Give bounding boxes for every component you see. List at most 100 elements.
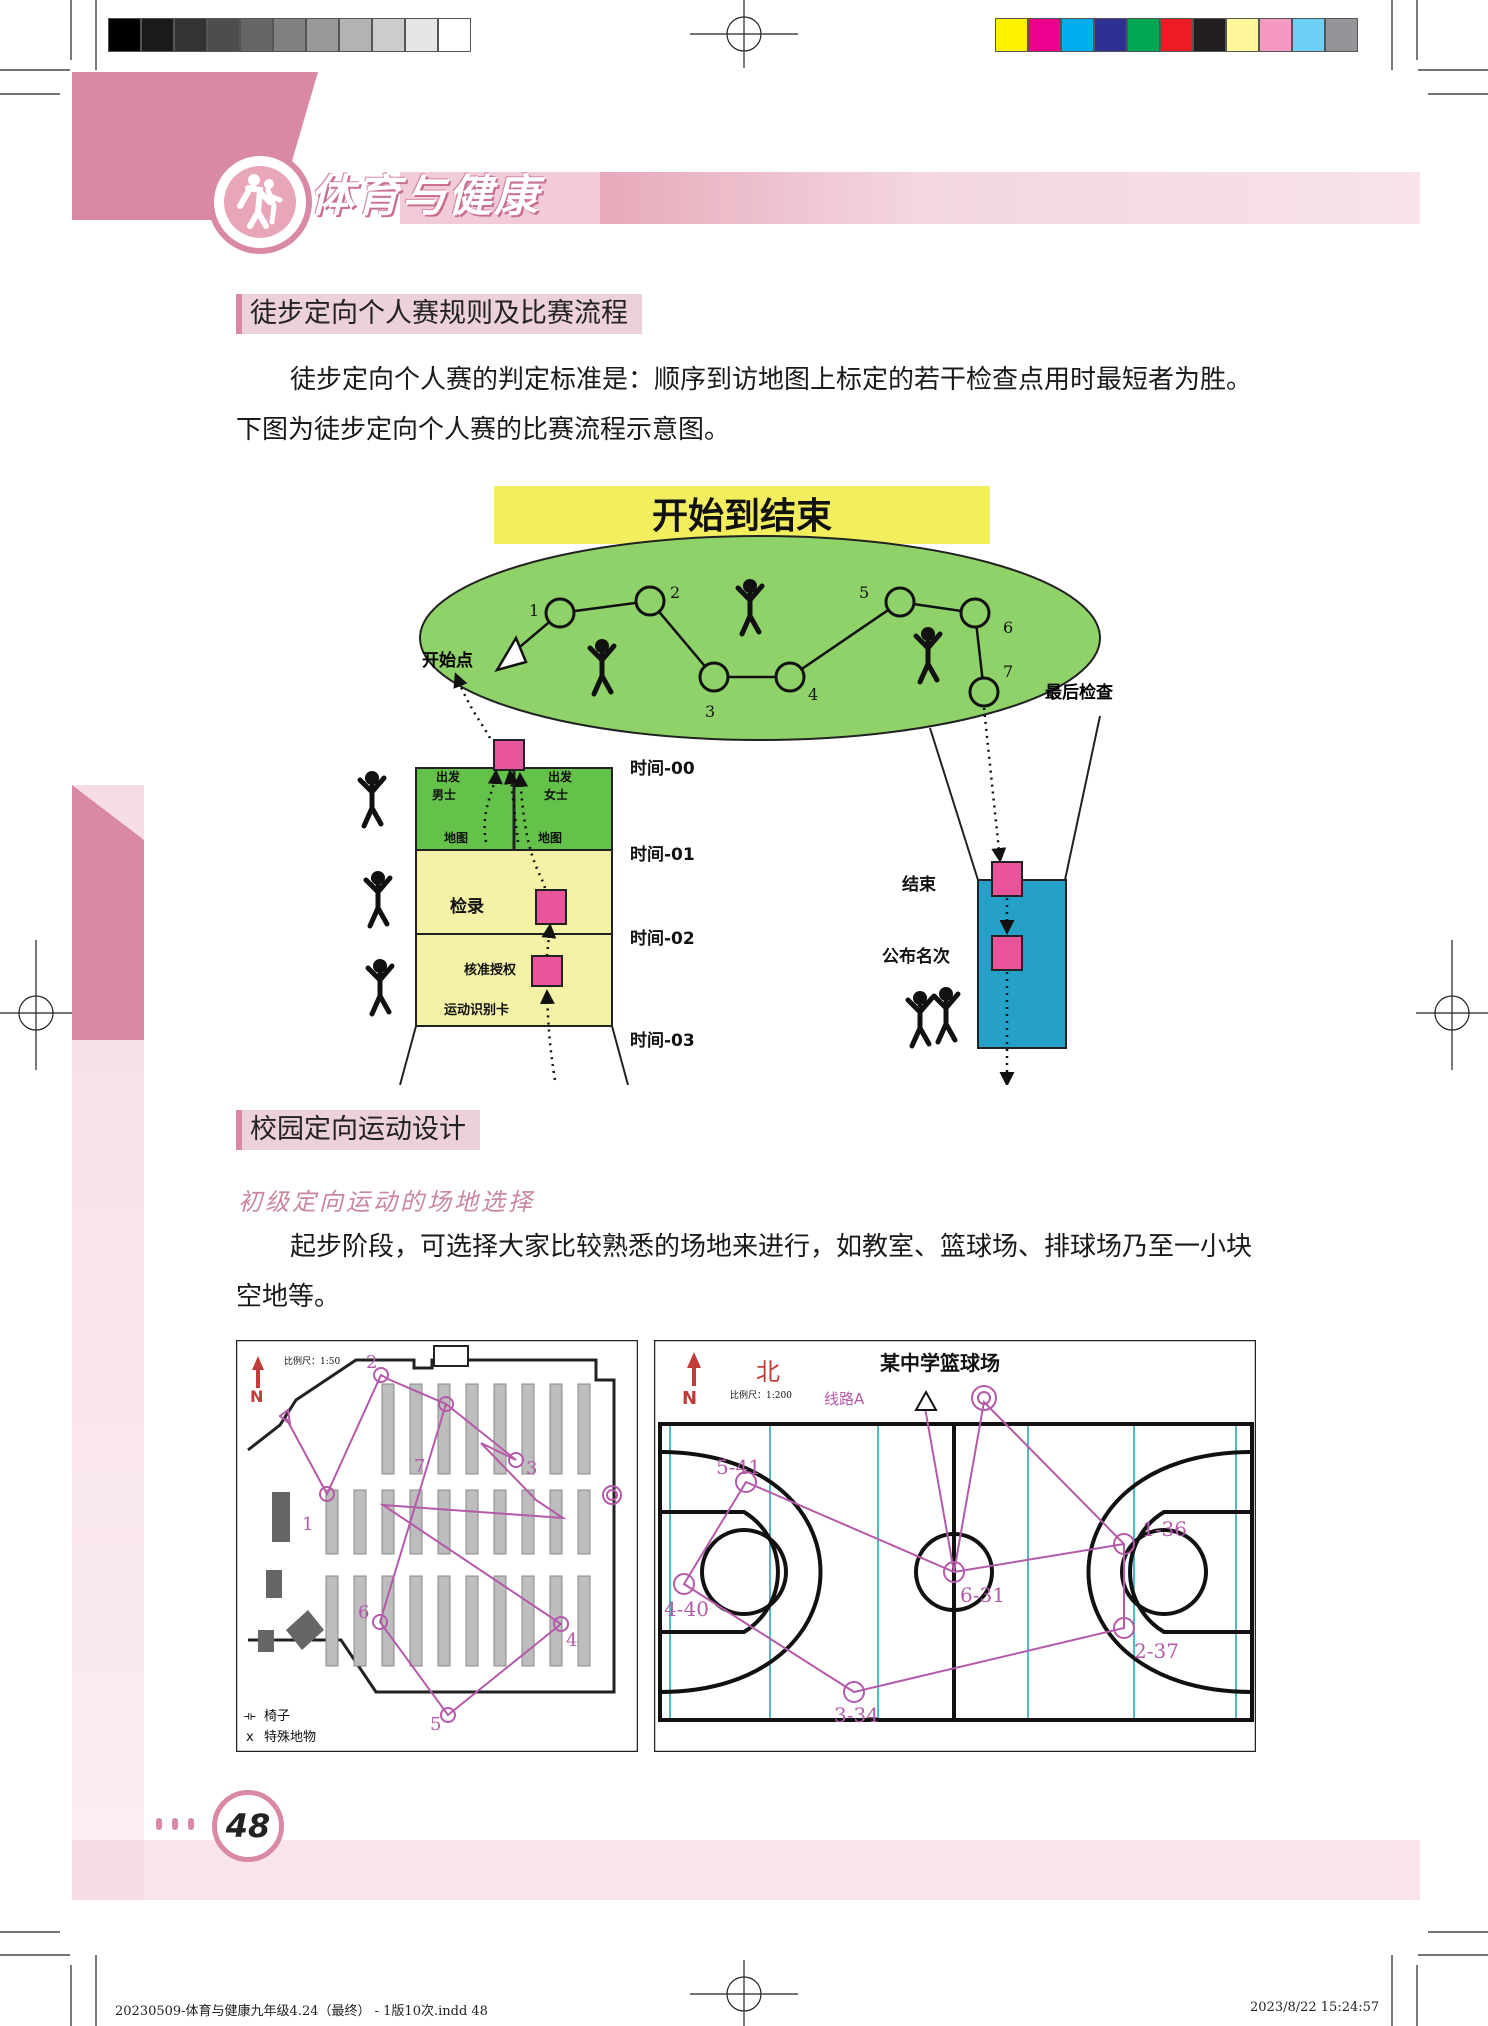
checkpoint-1 <box>544 597 576 629</box>
checkpoint-label-1: 1 <box>529 601 539 620</box>
basketball-court-map: N 北 某中学篮球场 比例尺：1:200 线路A 1-36 2-37 3-34 … <box>654 1340 1256 1752</box>
color-swatch <box>1160 18 1193 52</box>
color-calibration-bar <box>995 18 1358 52</box>
checkpoint-5 <box>884 586 916 618</box>
checkpoint-label-2: 2 <box>670 583 680 602</box>
start-label: 开始点 <box>422 650 473 671</box>
card-marker <box>531 955 563 987</box>
paragraph-venue: 起步阶段，可选择大家比较熟悉的场地来进行，如教室、篮球场、排球场乃至一小块空地等… <box>236 1232 1253 1312</box>
start-triangle-icon <box>494 635 528 673</box>
gray-swatch <box>273 18 306 52</box>
athlete-figure-icon <box>366 871 390 926</box>
course-area <box>419 535 1101 741</box>
book-title: 体育与健康 <box>310 171 540 222</box>
depart-female-label: 出发 女士 <box>544 769 576 802</box>
authorize-label: 核准授权 <box>464 962 517 978</box>
race-flow-diagram: 开始到结束 开始点 1 2 3 4 5 6 7 最后检查 出发 男士 <box>330 486 1114 1085</box>
special-object-icon: x <box>246 1730 254 1745</box>
gray-swatch <box>207 18 240 52</box>
time-label-01: 时间-01 <box>630 844 695 865</box>
desk <box>493 1489 507 1555</box>
map-left-scale: 比例尺：1:50 <box>284 1355 340 1367</box>
page-number-dots <box>152 1814 212 1834</box>
checkpoint-label-5: 5 <box>859 583 869 602</box>
color-swatch <box>995 18 1028 52</box>
map-left-point-4: 4 <box>566 1630 577 1651</box>
checkpoint-label-4: 4 <box>808 685 818 704</box>
map-right-scale: 比例尺：1:200 <box>730 1389 792 1401</box>
desk <box>521 1383 535 1475</box>
card-marker <box>535 889 567 925</box>
time-label-03: 时间-03 <box>630 1030 695 1051</box>
court-point-3-34: 3-34 <box>834 1703 879 1727</box>
checkin-label: 检录 <box>450 896 484 917</box>
north-arrow-icon: N <box>250 1356 264 1406</box>
athlete-silhouette-icon <box>224 166 296 238</box>
gray-calibration-bar <box>108 18 471 52</box>
desk <box>521 1575 535 1667</box>
route-label: 线路A <box>824 1390 865 1408</box>
court-point-1-36: 1-36 <box>1142 1517 1187 1541</box>
paragraph-rules: 徒步定向个人赛的判定标准是：顺序到访地图上标定的若干检查点用时最短者为胜。下图为… <box>236 365 1253 445</box>
desk <box>549 1383 563 1475</box>
checkpoint-6 <box>959 597 991 629</box>
desk <box>353 1489 367 1555</box>
gray-swatch <box>438 18 471 52</box>
map-left-point-3: 3 <box>526 1458 537 1479</box>
checkpoint-label-7: 7 <box>1003 662 1013 681</box>
start-triangle-icon <box>278 1408 292 1427</box>
legend-chair: 椅子 <box>264 1709 290 1724</box>
time-label-00: 时间-00 <box>630 758 695 779</box>
classroom-map: N 比例尺：1:50 1 2 3 4 5 6 7 ⟛ 椅子 x 特殊地物 <box>236 1340 638 1752</box>
flow-banner <box>494 486 990 544</box>
gray-swatch <box>174 18 207 52</box>
subheading-venue: 初级定向运动的场地选择 <box>238 1188 535 1216</box>
start-triangle-icon <box>914 1389 938 1411</box>
gray-swatch <box>372 18 405 52</box>
desk <box>465 1575 479 1667</box>
section-heading-campus: 校园定向运动设计 <box>236 1110 480 1150</box>
gray-swatch <box>108 18 141 52</box>
desk <box>437 1489 451 1555</box>
desk <box>353 1575 367 1667</box>
last-check-label: 最后检查 <box>1045 682 1114 703</box>
desk <box>493 1383 507 1475</box>
color-swatch <box>1259 18 1292 52</box>
court-point-2-37: 2-37 <box>1134 1639 1179 1663</box>
header-logo <box>208 150 312 254</box>
map-left-point-6: 6 <box>358 1602 369 1623</box>
color-swatch <box>1193 18 1226 52</box>
footer-file-info: 20230509-体育与健康九年级4.24（最终） - 1版10次.indd 4… <box>115 2004 488 2019</box>
flow-banner-text: 开始到结束 <box>652 496 832 537</box>
card-marker <box>493 739 525 771</box>
gray-swatch <box>405 18 438 52</box>
court-map-title: 某中学篮球场 <box>880 1351 1000 1375</box>
map-left-point-2: 2 <box>366 1352 377 1373</box>
gray-swatch <box>339 18 372 52</box>
desk <box>381 1575 395 1667</box>
desk <box>577 1383 591 1475</box>
finish-label: 结束 <box>902 874 936 895</box>
chair-legend-icon: ⟛ <box>244 1709 256 1724</box>
map-left-point-5: 5 <box>430 1714 441 1735</box>
desk <box>325 1575 339 1667</box>
athlete-figure-icon <box>360 771 384 826</box>
color-swatch <box>1226 18 1259 52</box>
map-label-right: 地图 <box>538 830 562 845</box>
checkpoint-2 <box>634 585 666 617</box>
court-point-4-40: 4-40 <box>664 1597 709 1621</box>
authorize-zone <box>415 933 613 1027</box>
svg-text:N: N <box>682 1388 697 1409</box>
page-number: 48 <box>212 1790 284 1862</box>
checkpoint-7 <box>968 676 1000 708</box>
legend-special: 特殊地物 <box>264 1730 316 1745</box>
checkpoint-4 <box>774 661 806 693</box>
checkpoint-label-6: 6 <box>1003 618 1013 637</box>
time-label-02: 时间-02 <box>630 928 695 949</box>
checkpoint-circles <box>544 585 1000 708</box>
athlete-figure-icon <box>368 959 392 1014</box>
finish-card <box>991 861 1023 897</box>
desk <box>409 1383 423 1475</box>
court-point-6-31: 6-31 <box>960 1583 1005 1607</box>
